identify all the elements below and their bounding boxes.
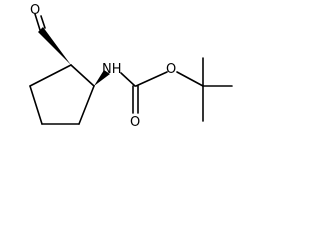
bond-carbonyl-c-ester-o — [135, 71, 168, 87]
aldehyde-oxygen-label: O — [30, 3, 40, 18]
aldehyde-c-o-double-bond-a — [34, 13, 41, 31]
ring-bond-c1-c2 — [70, 64, 95, 87]
ester-oxygen-label: O — [166, 62, 176, 77]
tert-butyl-formylcyclopentyl-carbamate-structure: O NH O O — [29, 3, 233, 130]
carbonyl-oxygen-label: O — [130, 115, 140, 130]
ring-bond-c4-c5 — [29, 85, 43, 125]
nh-label: NH — [102, 62, 122, 77]
wedge-bond-c2-n — [94, 70, 110, 86]
wedge-bond-c1-cho — [38, 27, 71, 65]
bond-n-carbonyl-c — [120, 72, 136, 87]
bond-ester-o-quaternary-c — [176, 71, 204, 87]
ring-bond-c2-c3 — [78, 85, 95, 125]
cyclopentane-ring — [29, 64, 95, 125]
aldehyde-c-o-double-bond-b — [40, 15, 46, 29]
ring-bond-c5-c1 — [29, 64, 72, 87]
